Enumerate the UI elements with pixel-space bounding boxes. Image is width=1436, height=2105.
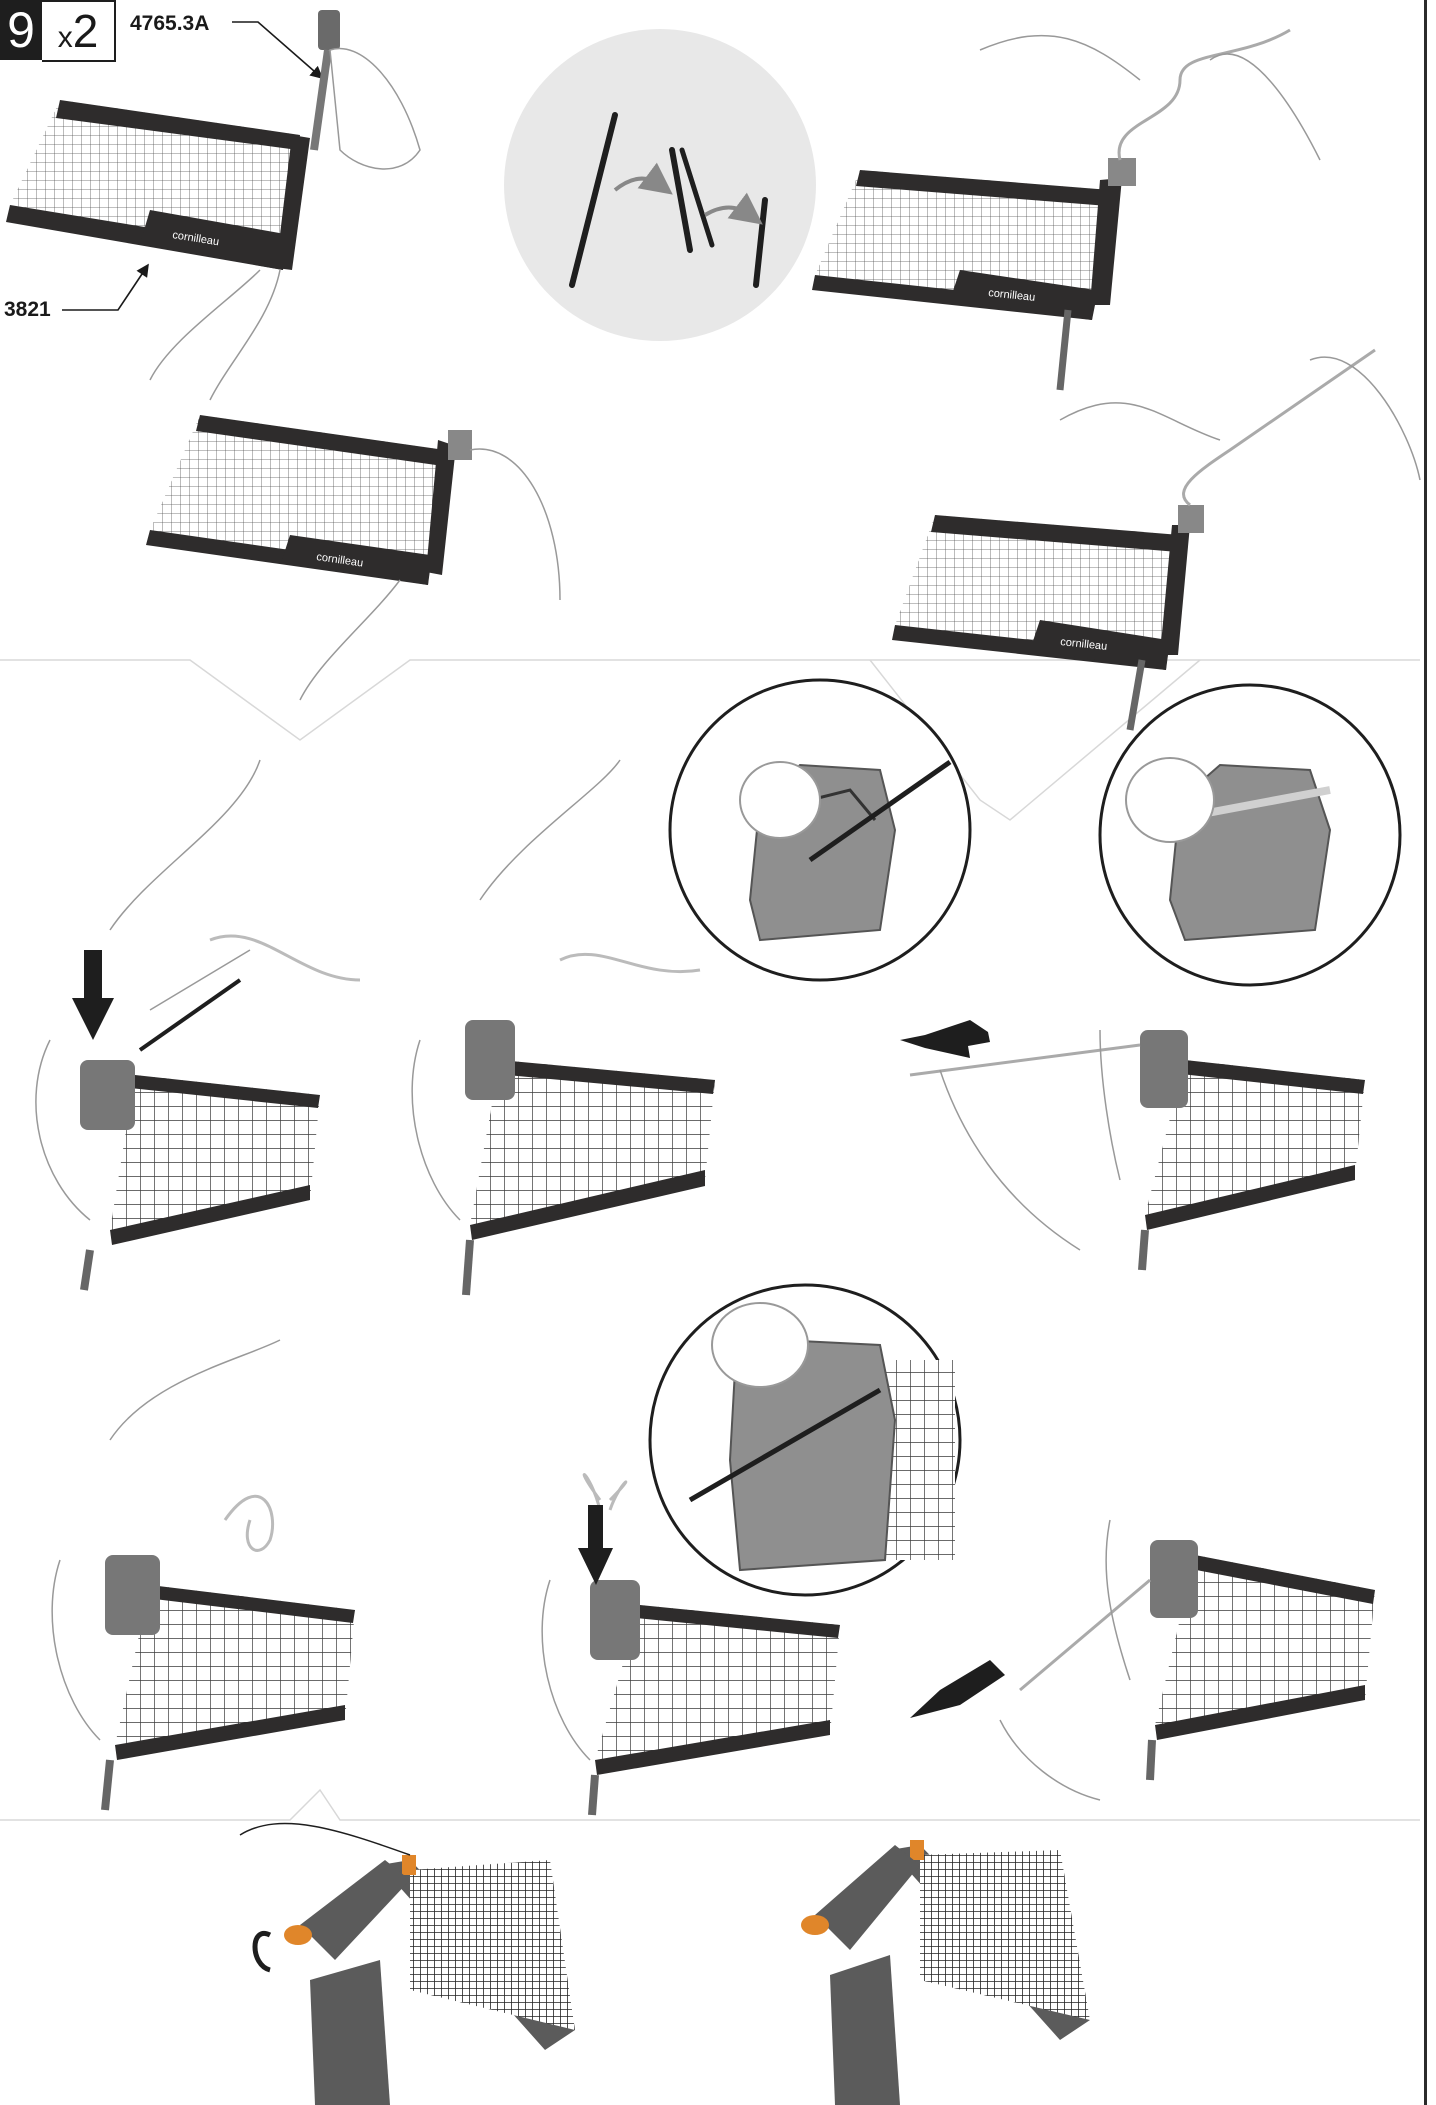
detail-circle-clip-cord (650, 1285, 960, 1595)
illustration-post-rotate-2 (801, 1840, 1090, 2105)
rotate-arrow-icon (255, 1933, 270, 1970)
illustration-net-cord-threading: cornilleau (892, 350, 1420, 730)
arrow-left-icon (900, 1020, 990, 1058)
illustration-clip-press-1 (36, 760, 360, 1290)
illustration-rod-folding (504, 29, 816, 341)
arrow-left-icon (910, 1660, 1005, 1718)
arrow-down-icon (578, 1505, 613, 1585)
illustration-net-cord-right: cornilleau (812, 30, 1320, 390)
illustration-post-rotate-1 (240, 1824, 575, 2105)
illustration-clip-pull-cord (910, 1030, 1365, 1270)
illustration-net-rod-insert: cornilleau (6, 10, 420, 400)
arrow-down-icon (72, 950, 114, 1040)
illustration-clip-thread-1 (52, 1340, 355, 1810)
detail-circle-clip-slot-1 (670, 680, 970, 980)
detail-circle-clip-slot-2 (1100, 685, 1400, 985)
page-border (1424, 0, 1427, 2105)
illustration-net-held: cornilleau (146, 415, 560, 700)
illustration-clip-pull-cord-2 (1000, 1520, 1375, 1800)
